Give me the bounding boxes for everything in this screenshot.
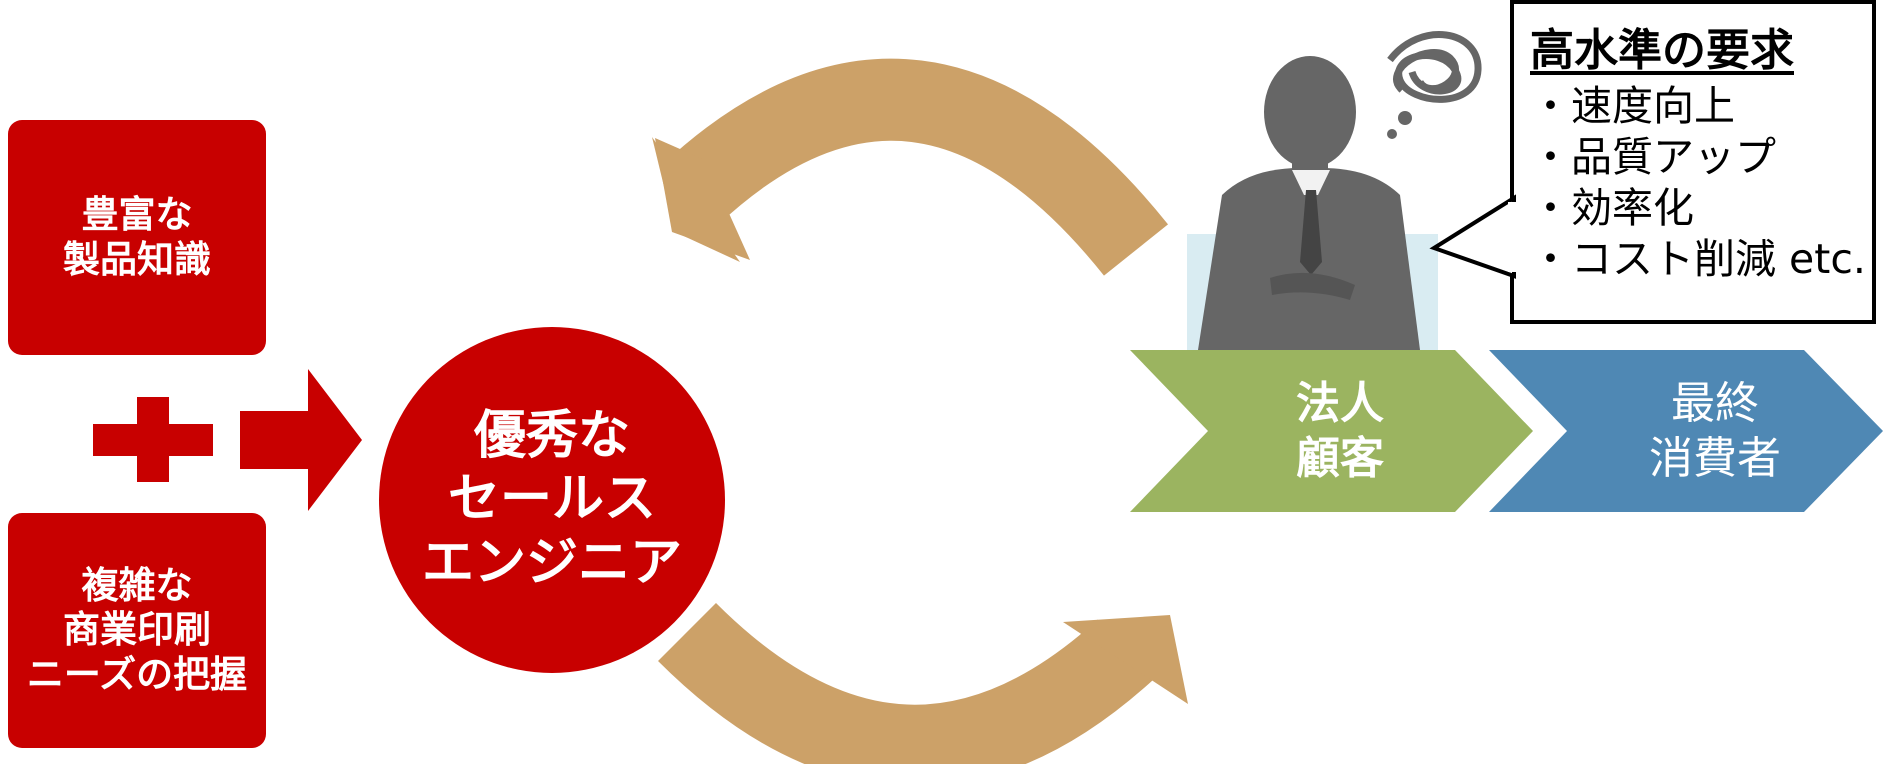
corporate-client-chevron	[1130, 350, 1533, 512]
end-consumer-label: 最終 消費者	[1605, 376, 1825, 486]
requirement-item: ・コスト削減 etc.	[1530, 234, 1866, 283]
shirt-tie	[1270, 170, 1355, 300]
sales-engineer-circle: 優秀な セールス エンジニア	[379, 327, 725, 673]
corporate-client-line-2: 顧客	[1296, 433, 1384, 484]
requirement-item: ・速度向上	[1530, 82, 1735, 131]
printing-needs-box: 複雑な 商業印刷 ニーズの把握	[8, 513, 266, 748]
requirements-callout	[1429, 0, 1876, 324]
printing-needs-line-2: 商業印刷	[63, 608, 211, 652]
plus-icon-horizontal	[93, 424, 213, 456]
bottom-curved-arrow	[658, 602, 1188, 764]
worry-scribble-icon	[1387, 31, 1482, 139]
product-knowledge-line-1: 豊富な	[81, 193, 193, 237]
requirements-callout-text: 高水準の要求 ・速度向上 ・品質アップ ・効率化 ・コスト削減 etc.	[1512, 0, 1874, 323]
requirement-item: ・効率化	[1530, 183, 1694, 232]
corporate-client-label: 法人 顧客	[1240, 376, 1440, 486]
end-consumer-line-2: 消費者	[1649, 433, 1781, 484]
end-consumer-chevron	[1489, 350, 1883, 512]
sales-engineer-line-2: セールス	[447, 469, 656, 530]
requirements-list: ・速度向上 ・品質アップ ・効率化 ・コスト削減 etc.	[1530, 81, 1866, 284]
right-arrow-red	[240, 369, 362, 511]
sales-engineer-line-3: エンジニア	[421, 532, 682, 593]
requirements-title: 高水準の要求	[1530, 25, 1794, 76]
corporate-client-line-1: 法人	[1296, 378, 1384, 429]
end-consumer-line-1: 最終	[1671, 378, 1759, 429]
product-knowledge-box: 豊富な 製品知識	[8, 120, 266, 355]
printing-needs-line-3: ニーズの把握	[26, 652, 248, 696]
top-curved-arrow	[652, 58, 1169, 276]
sales-engineer-line-1: 優秀な	[473, 405, 630, 466]
printing-needs-line-1: 複雑な	[81, 563, 193, 607]
product-knowledge-line-2: 製品知識	[63, 237, 211, 281]
requirement-item: ・品質アップ	[1530, 133, 1776, 182]
